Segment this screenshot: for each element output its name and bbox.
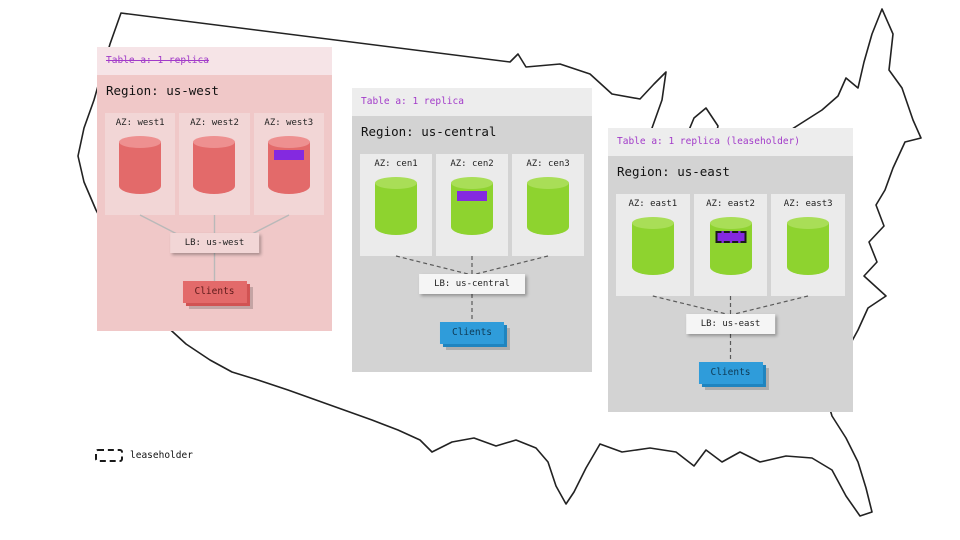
clients-box-us-west: Clients: [182, 281, 247, 303]
table-caption-text: Table a: 1 replica (leaseholder): [617, 136, 801, 147]
clients-label: Clients: [194, 286, 235, 297]
az-label: AZ: cen2: [450, 159, 494, 169]
cylinder-body: [193, 142, 236, 194]
az-label: AZ: cen3: [526, 159, 570, 169]
az-row-us-west: AZ: west1 AZ: west2 AZ: west3: [105, 113, 324, 215]
database-cylinder-icon: [267, 136, 310, 194]
cylinder-top: [709, 217, 752, 229]
cylinder-top: [375, 177, 417, 189]
az-box-east2: AZ: east2: [693, 194, 768, 296]
database-cylinder-icon: [527, 177, 569, 235]
legend-label: leaseholder: [130, 450, 193, 461]
az-box-west2: AZ: west2: [179, 113, 250, 215]
cylinder-body: [375, 183, 417, 235]
az-label: AZ: east3: [783, 199, 833, 209]
az-label: AZ: east1: [628, 199, 678, 209]
leaseholder-swatch-icon: [95, 449, 123, 462]
az-box-cen3: AZ: cen3: [512, 154, 584, 256]
database-cylinder-icon: [451, 177, 493, 235]
clients-label: Clients: [710, 367, 751, 378]
cylinder-body: [631, 223, 674, 275]
az-row-us-central: AZ: cen1 AZ: cen2 AZ: cen3: [360, 154, 584, 256]
cylinder-body: [787, 223, 830, 275]
database-cylinder-icon: [709, 217, 752, 275]
az-row-us-east: AZ: east1 AZ: east2 AZ: east3: [616, 194, 846, 296]
database-cylinder-icon: [375, 177, 417, 235]
cylinder-top: [451, 177, 493, 189]
region-label-us-east: Region: us-east: [617, 164, 730, 179]
cylinder-body: [527, 183, 569, 235]
az-label: AZ: east2: [706, 199, 755, 209]
table-caption-us-central: Table a: 1 replica: [352, 88, 592, 116]
clients-box-us-east: Clients: [698, 362, 763, 384]
clients-label: Clients: [451, 327, 493, 338]
table-caption-us-west: Table a: 1 replica: [97, 47, 332, 75]
region-card-us-central: Table a: 1 replica Region: us-central AZ…: [352, 88, 592, 372]
region-body-us-central: Region: us-central AZ: cen1 AZ: cen2: [352, 116, 592, 372]
az-box-cen2: AZ: cen2: [436, 154, 508, 256]
replica-range-icon: [273, 150, 304, 160]
az-box-cen1: AZ: cen1: [360, 154, 432, 256]
leaseholder-range-icon: [715, 231, 746, 243]
az-label: AZ: west2: [190, 118, 239, 128]
region-label-us-west: Region: us-west: [106, 83, 219, 98]
region-body-us-east: Region: us-east AZ: east1 AZ: east2: [608, 156, 853, 412]
database-cylinder-icon: [787, 217, 830, 275]
az-box-east3: AZ: east3: [771, 194, 846, 296]
cylinder-body: [119, 142, 162, 194]
database-cylinder-icon: [119, 136, 162, 194]
cylinder-top: [787, 217, 830, 229]
region-body-us-west: Region: us-west AZ: west1 AZ: west2: [97, 75, 332, 331]
az-label: AZ: west3: [264, 118, 314, 128]
region-card-us-east: Table a: 1 replica (leaseholder) Region:…: [608, 128, 853, 412]
cylinder-top: [193, 136, 236, 148]
database-cylinder-icon: [193, 136, 236, 194]
cylinder-top: [631, 217, 674, 229]
replica-range-icon: [457, 191, 487, 201]
az-label: AZ: cen1: [374, 159, 418, 169]
az-box-east1: AZ: east1: [616, 194, 690, 296]
legend: leaseholder: [95, 449, 193, 462]
table-caption-text: Table a: 1 replica: [361, 96, 464, 107]
cylinder-top: [119, 136, 162, 148]
database-cylinder-icon: [631, 217, 674, 275]
cylinder-top: [527, 177, 569, 189]
clients-box-us-central: Clients: [439, 322, 505, 344]
table-caption-us-east: Table a: 1 replica (leaseholder): [608, 128, 853, 156]
cylinder-top: [267, 136, 310, 148]
table-caption-text: Table a: 1 replica: [106, 55, 209, 66]
az-box-west3: AZ: west3: [253, 113, 324, 215]
load-balancer-us-east: LB: us-east: [685, 314, 776, 334]
load-balancer-us-central: LB: us-central: [419, 274, 525, 294]
region-label-us-central: Region: us-central: [361, 124, 497, 139]
az-label: AZ: west1: [115, 118, 165, 128]
region-card-us-west: Table a: 1 replica Region: us-west AZ: w…: [97, 47, 332, 331]
az-box-west1: AZ: west1: [105, 113, 176, 215]
load-balancer-us-west: LB: us-west: [169, 233, 260, 253]
